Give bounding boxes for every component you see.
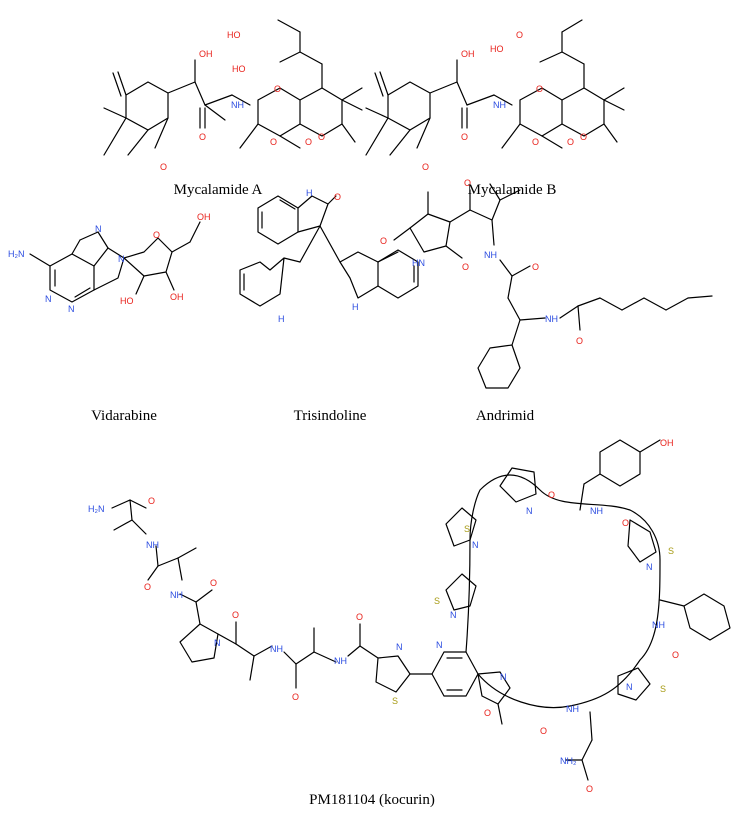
- kocurin-oxygen-3: O: [210, 578, 217, 588]
- mycalamide-a-hydroxyl-top: HO: [227, 30, 241, 40]
- trisindoline-oxindole-nh: H: [306, 188, 313, 198]
- mycalamide-b-methoxy-oxygen: O: [580, 132, 587, 142]
- kocurin-nh-6: NH: [652, 620, 665, 630]
- kocurin-pyridine-n: N: [436, 640, 443, 650]
- kocurin-oxygen-2: O: [144, 582, 151, 592]
- kocurin-proline-n: N: [214, 638, 221, 648]
- vidarabine-structure: H₂N N N N N O OH OH HO: [8, 212, 211, 314]
- mycalamide-a-hydroxyl-mid: HO: [232, 64, 246, 74]
- kocurin-oxygen-10: O: [540, 726, 547, 736]
- mycalamide-a-structure: O OH O NH HO HO O O O O: [103, 19, 363, 172]
- andrimid-ketone-oxygen: O: [464, 178, 471, 188]
- mycalamide-b-hydroxyl-left: HO: [490, 44, 504, 54]
- caption-mycalamide-b: Mycalamide B: [467, 182, 557, 198]
- kocurin-nh-3: NH: [270, 644, 283, 654]
- mycalamide-a-ring-oxygen: O: [274, 84, 281, 94]
- mycalamide-a-amide-nh: NH: [231, 100, 244, 110]
- kocurin-oxygen-5: O: [292, 692, 299, 702]
- kocurin-thiazole-n-1: N: [396, 642, 403, 652]
- kocurin-nh-1: NH: [146, 540, 159, 550]
- kocurin-nh-2: NH: [170, 590, 183, 600]
- kocurin-thiazole-s-1: S: [392, 696, 398, 706]
- andrimid-amide-oxygen-2: O: [576, 336, 583, 346]
- vidarabine-hydroxyl-5: OH: [197, 212, 211, 222]
- andrimid-amide-oxygen-1: O: [532, 262, 539, 272]
- mycalamide-b-hydroxyl: OH: [461, 49, 475, 59]
- vidarabine-n9: N: [118, 254, 125, 264]
- vidarabine-n3: N: [68, 304, 75, 314]
- andrimid-succinimide-nh: HN: [412, 258, 425, 268]
- andrimid-amide-nh-2: NH: [545, 314, 558, 324]
- mycalamide-a-methoxy-oxygen: O: [318, 132, 325, 142]
- mycalamide-b-carbonyl-oxygen: O: [461, 132, 468, 142]
- mycalamide-b-ring-oxygen: O: [536, 84, 543, 94]
- kocurin-thiazole-n-3: N: [472, 540, 479, 550]
- kocurin-oxygen-4: O: [232, 610, 239, 620]
- caption-vidarabine: Vidarabine: [91, 408, 157, 424]
- trisindoline-indole-nh-2: H: [352, 302, 359, 312]
- mycalamide-b-dioxane-oxygen-1: O: [532, 137, 539, 147]
- kocurin-oxazole-o: O: [484, 708, 491, 718]
- kocurin-nh-7: NH: [566, 704, 579, 714]
- vidarabine-amine: H₂N: [8, 249, 25, 259]
- vidarabine-hydroxyl-2: HO: [120, 296, 134, 306]
- mycalamide-a-oxygen: O: [160, 162, 167, 172]
- kocurin-thiazole-n-5: N: [626, 682, 633, 692]
- mycalamide-b-methoxy-oxygen-top: O: [516, 30, 523, 40]
- kocurin-oxygen-1: O: [148, 496, 155, 506]
- kocurin-thiazole-s-4: S: [668, 546, 674, 556]
- kocurin-macro-proline-n: N: [526, 506, 533, 516]
- kocurin-oxygen-11: O: [586, 784, 593, 794]
- kocurin-nh-5: NH: [590, 506, 603, 516]
- caption-andrimid: Andrimid: [475, 408, 535, 424]
- mycalamide-a-hydroxyl: OH: [199, 49, 213, 59]
- kocurin-structure: H₂N O NH O NH O N O NH O NH O N S N S N …: [88, 438, 731, 794]
- andrimid-amide-nh-1: NH: [484, 250, 497, 260]
- trisindoline-carbonyl-oxygen: O: [334, 192, 341, 202]
- kocurin-thiazole-n-4: N: [646, 562, 653, 572]
- andrimid-structure: O HN O O NH O NH O: [380, 178, 713, 389]
- mycalamide-b-dioxane-oxygen-2: O: [567, 137, 574, 147]
- kocurin-nh-4: NH: [334, 656, 347, 666]
- kocurin-oxazole-n: N: [500, 672, 507, 682]
- kocurin-thiazole-s-3: S: [464, 524, 470, 534]
- kocurin-oxygen-8: O: [622, 518, 629, 528]
- kocurin-thiazole-n-2: N: [450, 610, 457, 620]
- kocurin-thiazole-s-5: S: [660, 684, 666, 694]
- caption-mycalamide-a: Mycalamide A: [173, 182, 263, 198]
- kocurin-oxygen-6: O: [356, 612, 363, 622]
- caption-kocurin: PM181104 (kocurin): [309, 792, 435, 808]
- andrimid-succinimide-oxygen-2: O: [462, 262, 469, 272]
- andrimid-succinimide-oxygen-1: O: [380, 236, 387, 246]
- vidarabine-n7: N: [95, 224, 102, 234]
- kocurin-terminal-amide: H₂N: [88, 504, 105, 514]
- mycalamide-a-dioxane-oxygen-2: O: [305, 137, 312, 147]
- mycalamide-b-oxygen: O: [422, 162, 429, 172]
- mycalamide-b-structure: O OH O NH HO O O O O O: [365, 19, 625, 172]
- caption-trisindoline: Trisindoline: [293, 408, 367, 424]
- kocurin-thiazole-s-2: S: [434, 596, 440, 606]
- kocurin-tyrosine-hydroxyl: OH: [660, 438, 674, 448]
- kocurin-oxygen-7: O: [548, 490, 555, 500]
- mycalamide-a-carbonyl-oxygen: O: [199, 132, 206, 142]
- kocurin-asparagine-amide: NH₂: [560, 756, 577, 766]
- kocurin-oxygen-9: O: [672, 650, 679, 660]
- trisindoline-structure: H O H H: [239, 188, 419, 324]
- vidarabine-hydroxyl-3: OH: [170, 292, 184, 302]
- trisindoline-indole-nh-1: H: [278, 314, 285, 324]
- mycalamide-b-amide-nh: NH: [493, 100, 506, 110]
- vidarabine-n1: N: [45, 294, 52, 304]
- mycalamide-a-dioxane-oxygen-1: O: [270, 137, 277, 147]
- vidarabine-ring-oxygen: O: [153, 230, 160, 240]
